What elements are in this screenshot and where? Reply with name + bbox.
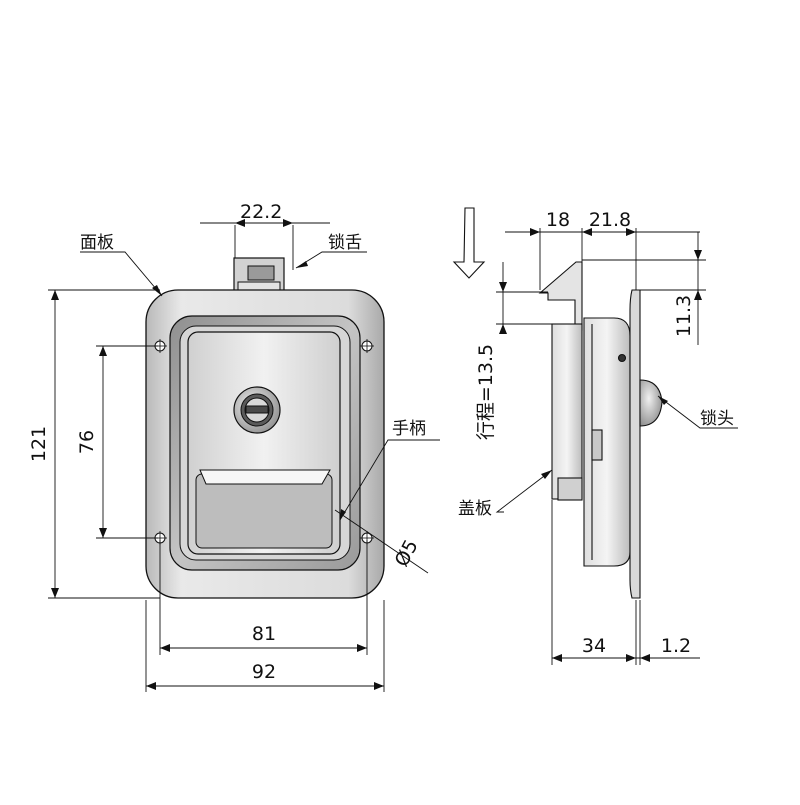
dim-18: 18 [546,209,570,231]
latch-bolt [538,261,583,331]
label-lock: 锁头 [700,409,734,429]
side-view [452,207,663,599]
cover-plate [551,323,583,500]
dim-92: 92 [252,661,276,683]
latch-tongue [233,257,285,293]
direction-arrow-icon [452,207,486,279]
dim-travel: 行程=13.5 [475,344,497,440]
dim-11-3: 11.3 [673,295,695,337]
lock-knob [639,379,663,427]
dim-1-2: 1.2 [661,635,691,657]
label-cover: 盖板 [458,499,492,519]
side-arrowheads [499,228,702,662]
label-panel: 面板 [80,233,114,253]
dim-22-2: 22.2 [240,201,282,223]
front-view [145,257,385,599]
dim-76: 76 [76,430,98,454]
dim-81: 81 [252,623,276,645]
front-arrowheads [51,219,384,690]
front-dimensions [48,222,440,692]
dim-121: 121 [28,426,50,462]
dim-34: 34 [582,635,606,657]
lock-cylinder [233,386,281,434]
flange [629,289,641,599]
dim-hole-diameter: Ø5 [391,536,423,570]
label-latch: 锁舌 [328,233,362,253]
label-handle: 手柄 [392,419,426,439]
dim-21-8: 21.8 [589,209,631,231]
